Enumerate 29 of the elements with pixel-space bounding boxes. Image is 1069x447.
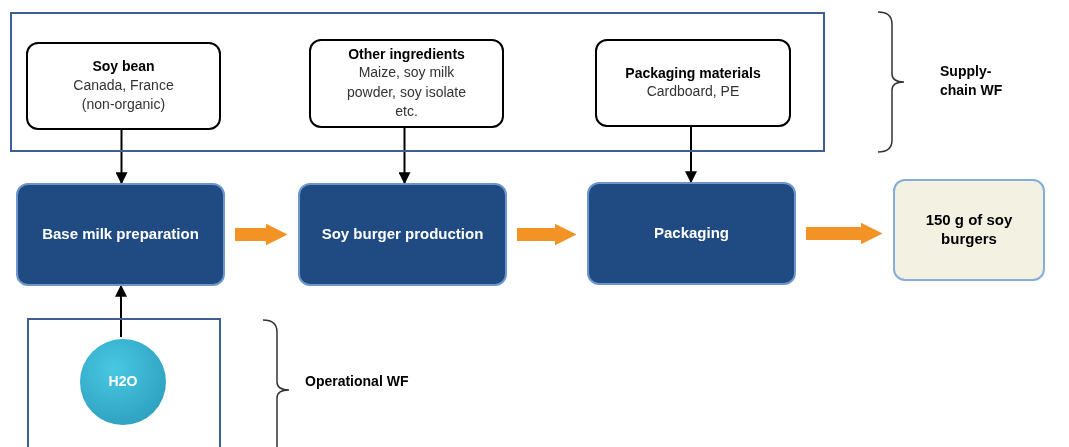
box-heading: Other ingredients xyxy=(348,45,465,64)
input-box xyxy=(595,39,791,127)
arrow xyxy=(398,125,411,185)
block-arrow xyxy=(235,223,288,246)
arrow xyxy=(115,127,128,185)
box-text: Packaging xyxy=(654,224,729,243)
box-text: Base milk preparation xyxy=(42,225,199,244)
block-arrow xyxy=(517,223,577,246)
arrow xyxy=(685,124,697,184)
input-box xyxy=(309,39,504,128)
box-text: Canada, France (non-organic) xyxy=(72,75,175,114)
process-box xyxy=(587,182,796,285)
box-heading: Packaging materials xyxy=(625,64,761,83)
box-text: H2O xyxy=(108,373,138,391)
box-text: 150 g of soy burgers xyxy=(924,211,1014,249)
group-frame xyxy=(10,12,825,152)
box-heading: Soy bean xyxy=(92,58,155,76)
box-text: Soy burger production xyxy=(321,225,484,244)
box-text: Maize, soy milk powder, soy isolate etc. xyxy=(345,63,468,121)
input-box xyxy=(26,42,221,130)
process-box xyxy=(16,183,225,286)
group-frame xyxy=(27,318,221,447)
block-arrow xyxy=(806,222,883,245)
process-box xyxy=(298,183,507,286)
arrow xyxy=(115,284,127,338)
output-box xyxy=(893,179,1045,281)
bracket-label: Operational WF xyxy=(305,372,410,391)
box-text: Cardboard, PE xyxy=(646,82,740,102)
bracket-label: Supply-chain WF xyxy=(940,62,1004,101)
